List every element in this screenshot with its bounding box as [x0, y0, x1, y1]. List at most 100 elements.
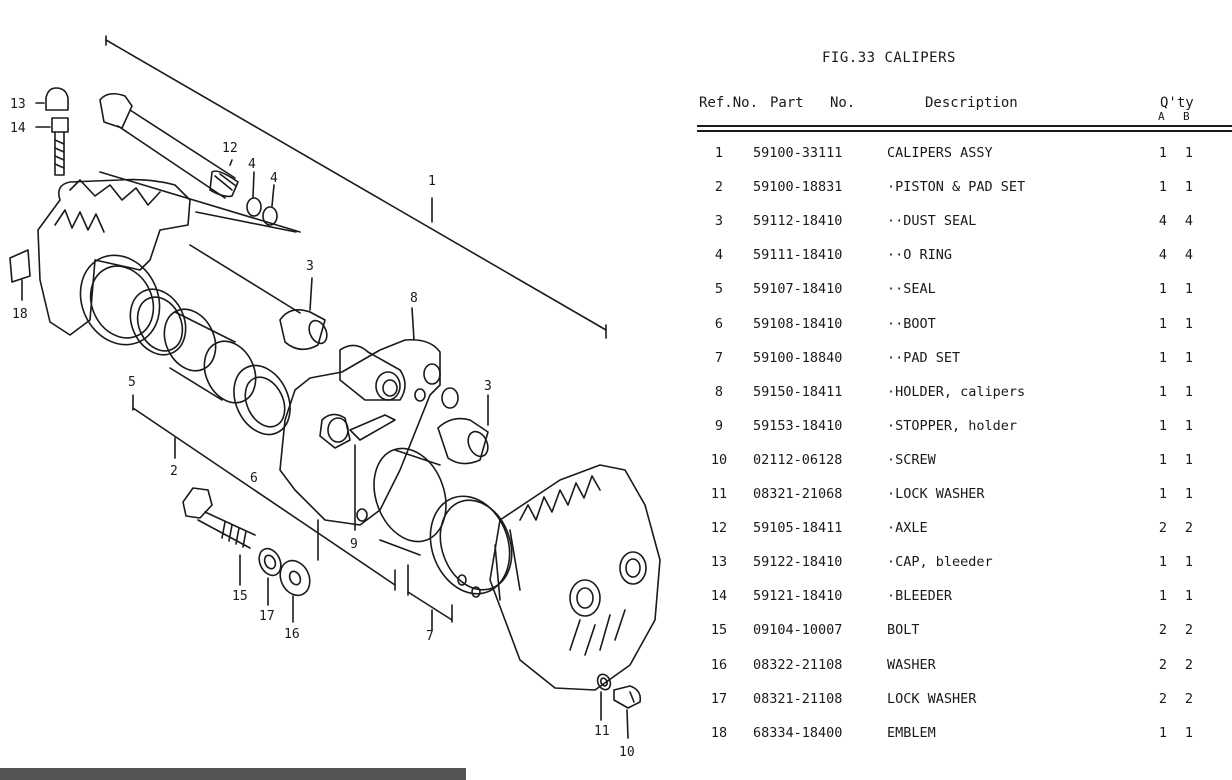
callout-3a: 3 — [306, 259, 314, 274]
ref-cell: 5 — [714, 281, 724, 298]
qty-a-cell: 2 — [1158, 690, 1168, 707]
axle-pin — [99, 92, 239, 199]
callout-17: 17 — [259, 609, 275, 624]
scan-edge-bar — [0, 768, 466, 780]
callout-2: 2 — [170, 464, 178, 479]
qty-b-cell: 1 — [1184, 554, 1194, 571]
description-cell: ··DUST SEAL — [887, 213, 977, 230]
description-cell: BOLT — [887, 622, 920, 639]
callout-4b: 4 — [270, 171, 278, 186]
holder-stopper — [349, 414, 396, 441]
ref-cell: 18 — [710, 724, 728, 741]
description-cell: ·SCREW — [887, 451, 936, 468]
ref-cell: 15 — [710, 622, 728, 639]
ref-cell: 17 — [710, 690, 728, 707]
bleeder-valve — [35, 117, 69, 176]
qty-b-cell: 1 — [1184, 315, 1194, 332]
callout-4a: 4 — [248, 157, 256, 172]
callout-1: 1 — [428, 174, 436, 189]
assembly-bracket-1 — [105, 35, 607, 339]
part-number-cell: 08321-21068 — [753, 486, 843, 502]
part-number-cell: 59100-18840 — [753, 349, 843, 366]
callout-12: 12 — [222, 141, 238, 156]
bleeder-cap — [35, 87, 69, 111]
callout-9: 9 — [350, 537, 358, 552]
header-qty-a: A — [1158, 110, 1165, 123]
qty-b-cell: 1 — [1184, 588, 1194, 605]
ref-cell: 12 — [710, 520, 728, 537]
qty-a-cell: 2 — [1158, 622, 1168, 639]
qty-b-cell: 1 — [1184, 724, 1194, 741]
qty-a-cell: 1 — [1158, 281, 1168, 298]
callout-13: 13 — [10, 97, 26, 112]
assembly-bracket-2 — [132, 394, 396, 591]
ref-cell: 2 — [714, 179, 724, 196]
callout-18: 18 — [12, 307, 28, 322]
qty-b-cell: 1 — [1184, 417, 1194, 434]
dust-boot — [233, 364, 291, 436]
part-number-cell: 68334-18400 — [753, 724, 843, 741]
header-description: Description — [925, 95, 1018, 111]
part-number-cell: 02112-06128 — [753, 451, 843, 468]
diagram-callout-labels: 1 2 3 3 4 4 5 6 7 8 9 10 11 12 13 14 15 … — [10, 97, 635, 760]
callout-16: 16 — [284, 627, 300, 642]
dust-seal-lower — [437, 387, 489, 465]
ref-cell: 16 — [710, 656, 728, 673]
part-number-cell: 59121-18410 — [753, 588, 843, 605]
figure-title: FIG.33 CALIPERS — [822, 50, 956, 66]
description-cell: ··BOOT — [887, 315, 936, 332]
qty-a-cell: 1 — [1158, 486, 1168, 502]
qty-b-cell: 4 — [1184, 213, 1194, 230]
description-cell: ·CAP, bleeder — [887, 554, 993, 571]
qty-b-cell: 2 — [1184, 690, 1194, 707]
qty-a-cell: 2 — [1158, 520, 1168, 537]
part-number-cell: 59100-18831 — [753, 179, 843, 196]
header-ref-no: Ref.No. — [699, 95, 759, 111]
ref-cell: 13 — [710, 554, 728, 571]
header-no: No. — [830, 95, 856, 111]
description-cell: ·STOPPER, holder — [887, 417, 1018, 434]
qty-a-cell: 4 — [1158, 247, 1168, 264]
description-cell: EMBLEM — [887, 724, 936, 741]
part-number-cell: 59122-18410 — [753, 554, 843, 571]
description-cell: ·AXLE — [887, 520, 928, 537]
caliper-holder — [279, 307, 441, 531]
qty-b-cell: 4 — [1184, 247, 1194, 264]
emblem — [9, 249, 31, 301]
part-number-cell: 59105-18411 — [753, 520, 843, 537]
description-cell: WASHER — [887, 656, 936, 673]
part-number-cell: 09104-10007 — [753, 622, 843, 639]
ref-cell: 1 — [714, 145, 724, 161]
qty-a-cell: 1 — [1158, 417, 1168, 434]
part-number-cell: 08322-21108 — [753, 656, 843, 673]
part-number-cell: 59153-18410 — [753, 417, 843, 434]
qty-b-cell: 1 — [1184, 383, 1194, 400]
part-number-cell: 59111-18410 — [753, 247, 843, 264]
part-number-cell: 59100-33111 — [753, 145, 843, 161]
o-rings — [99, 171, 301, 233]
qty-b-cell: 2 — [1184, 656, 1194, 673]
qty-a-cell: 1 — [1158, 315, 1168, 332]
callout-7: 7 — [426, 629, 434, 644]
caliper-body-left — [37, 178, 301, 346]
ref-cell: 3 — [714, 213, 724, 230]
callout-11: 11 — [594, 724, 610, 739]
qty-b-cell: 2 — [1184, 622, 1194, 639]
qty-a-cell: 1 — [1158, 554, 1168, 571]
part-number-cell: 08321-21108 — [753, 690, 843, 707]
qty-b-cell: 1 — [1184, 281, 1194, 298]
